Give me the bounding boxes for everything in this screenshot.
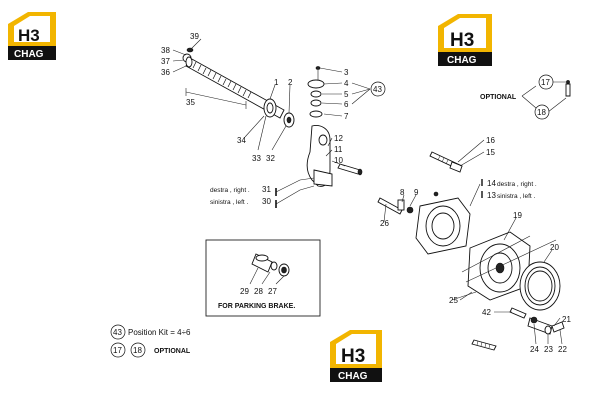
brake-lever xyxy=(306,66,363,187)
label-32: 32 xyxy=(266,154,275,163)
label-25: 25 xyxy=(449,296,458,305)
label-26: 26 xyxy=(380,219,389,228)
label-15: 15 xyxy=(486,148,495,157)
parking-brake-box xyxy=(205,239,321,317)
label-8: 8 xyxy=(400,188,405,197)
label-3: 3 xyxy=(344,68,349,77)
label-13: 13 xyxy=(487,191,496,200)
logo-top-right: H3 CHAG xyxy=(438,14,492,66)
label-5: 5 xyxy=(344,90,349,99)
logo-letters: H3 xyxy=(18,26,40,45)
label-9: 9 xyxy=(414,188,419,197)
label-33: 33 xyxy=(252,154,261,163)
legend-17: 17 xyxy=(113,346,122,355)
parking-brake-caption: FOR PARKING BRAKE. xyxy=(218,303,295,310)
label-14: 14 xyxy=(487,179,496,188)
logo-top-left: H3 CHAG xyxy=(8,12,56,60)
label-22: 22 xyxy=(558,345,567,354)
label-36: 36 xyxy=(161,68,170,77)
label-34: 34 xyxy=(237,136,246,145)
optional-top-label: OPTIONAL xyxy=(480,94,517,101)
label-17-top: 17 xyxy=(541,78,550,87)
label-24: 24 xyxy=(530,345,539,354)
label-6: 6 xyxy=(344,100,349,109)
label-35: 35 xyxy=(186,98,195,107)
logo-word: CHAG xyxy=(338,371,368,382)
part-number-labels: 39 38 37 36 35 34 1 2 33 32 3 4 5 6 7 43… xyxy=(161,32,571,354)
label-39: 39 xyxy=(190,32,199,41)
label-23: 23 xyxy=(544,345,553,354)
label-21: 21 xyxy=(562,315,571,324)
label-30: 30 xyxy=(262,197,271,206)
label-10: 10 xyxy=(334,156,343,165)
logo-bottom-center: H3 CHAG xyxy=(330,330,382,382)
label-43: 43 xyxy=(373,85,382,94)
label-19: 19 xyxy=(513,211,522,220)
label-2: 2 xyxy=(288,78,293,87)
label-31: 31 xyxy=(262,185,271,194)
label-27: 27 xyxy=(268,287,277,296)
label-11: 11 xyxy=(334,145,343,154)
label-sinistra-30: sinistra , left . xyxy=(210,199,248,206)
legend-18: 18 xyxy=(133,346,142,355)
label-4: 4 xyxy=(344,79,349,88)
legend: 43 Position Kit = 4÷6 17 18 OPTIONAL xyxy=(110,324,191,358)
label-18-top: 18 xyxy=(537,108,546,117)
label-29: 29 xyxy=(240,287,249,296)
label-7: 7 xyxy=(344,112,349,121)
brake-assembly xyxy=(377,151,565,351)
label-destra-31: destra , right . xyxy=(210,187,250,194)
label-16: 16 xyxy=(486,136,495,145)
logo-word: CHAG xyxy=(14,49,44,60)
label-38: 38 xyxy=(161,46,170,55)
optional-pin xyxy=(521,80,571,113)
legend-kit-text: Position Kit = 4÷6 xyxy=(128,328,191,337)
legend-optional: OPTIONAL xyxy=(154,348,191,355)
leader-lines xyxy=(172,38,563,345)
logo-letters: H3 xyxy=(450,30,474,51)
label-37: 37 xyxy=(161,57,170,66)
legend-43: 43 xyxy=(113,328,122,337)
label-sinistra-13: sinistra , left . xyxy=(497,193,535,200)
label-12: 12 xyxy=(334,134,343,143)
label-1: 1 xyxy=(274,78,279,87)
label-20: 20 xyxy=(550,243,559,252)
logo-word: CHAG xyxy=(447,55,477,66)
logo-letters: H3 xyxy=(341,346,365,367)
label-destra-14: destra , right . xyxy=(497,181,537,188)
label-28: 28 xyxy=(254,287,263,296)
label-42: 42 xyxy=(482,308,491,317)
shaft-assembly xyxy=(182,47,295,128)
